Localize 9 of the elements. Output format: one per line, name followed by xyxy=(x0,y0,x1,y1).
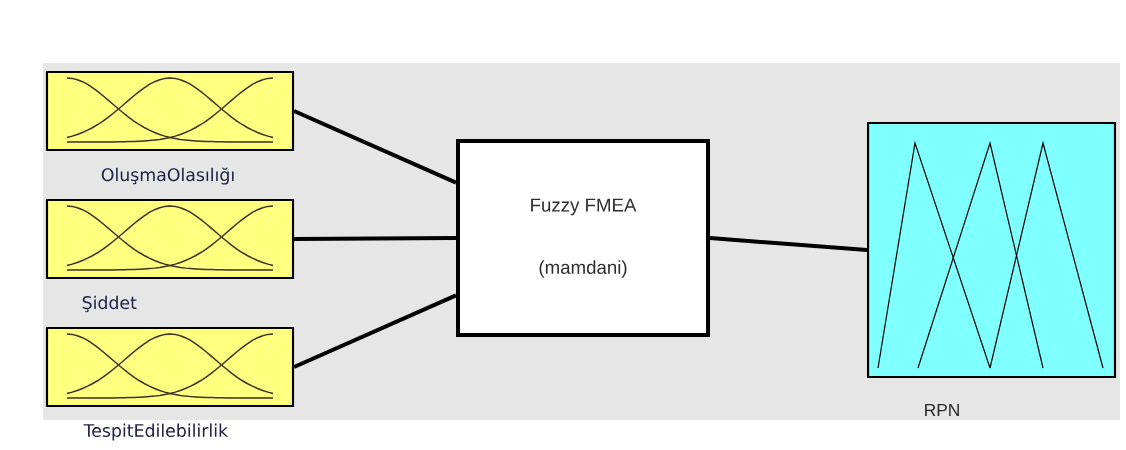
connector-line xyxy=(293,109,457,185)
connector-line xyxy=(709,236,868,252)
variable-label: Şiddet xyxy=(82,295,137,313)
connector-line xyxy=(293,293,457,369)
variable-label: TespitEdilebilirlik xyxy=(83,423,229,441)
connector-line xyxy=(294,236,457,241)
variable-label: OluşmaOlasılığı xyxy=(101,167,234,185)
system-box: Fuzzy FMEA (mamdani) xyxy=(456,139,710,337)
variable-label: RPN xyxy=(925,404,959,416)
